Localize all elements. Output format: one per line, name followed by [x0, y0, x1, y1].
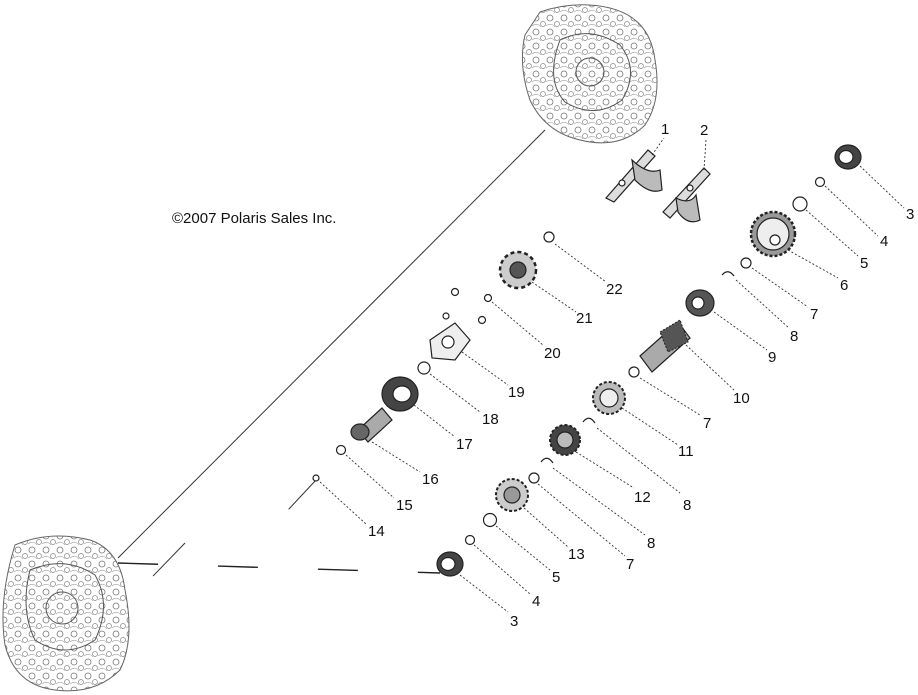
callout-14: 14 — [368, 523, 385, 540]
callout-22: 22 — [606, 281, 623, 298]
callout-8a: 8 — [790, 328, 798, 345]
callout-16: 16 — [422, 471, 439, 488]
sprocket-21 — [498, 250, 538, 290]
gear-13 — [495, 478, 529, 512]
alignment-lines — [117, 129, 546, 606]
callout-11: 11 — [678, 443, 694, 460]
spacer-5-upper — [792, 196, 808, 212]
callout-7b: 7 — [703, 415, 711, 432]
callout-5-lower: 5 — [552, 569, 560, 586]
bearing-3-lower — [436, 551, 464, 577]
copyright-text: ©2007 Polaris Sales Inc. — [172, 210, 336, 227]
callout-13: 13 — [568, 546, 585, 563]
callout-10: 10 — [733, 390, 750, 407]
washer-22 — [543, 231, 555, 243]
callout-7a: 7 — [810, 306, 818, 323]
clip-8b — [582, 417, 596, 424]
ring-7a — [740, 257, 752, 269]
shaft-10 — [639, 319, 691, 373]
case-half-upper — [521, 4, 658, 144]
ring-7b — [628, 366, 640, 378]
callout-18: 18 — [482, 411, 499, 428]
callout-8b: 8 — [683, 497, 691, 514]
callout-3-lower: 3 — [510, 613, 518, 630]
retainer-plate-19 — [429, 322, 471, 361]
bolts-20 — [442, 287, 493, 325]
ring-7c — [528, 472, 540, 484]
callout-8c: 8 — [647, 535, 655, 552]
callout-21: 21 — [576, 310, 593, 327]
clip-8a — [721, 271, 735, 277]
washer-14 — [312, 474, 320, 482]
collar-9 — [685, 289, 715, 317]
washer-4-lower — [464, 534, 476, 546]
shaft-16 — [350, 407, 393, 443]
gear-6 — [749, 210, 797, 258]
clip-8c — [540, 457, 554, 464]
gear-12 — [549, 424, 581, 456]
washer-4-upper — [814, 176, 826, 188]
callout-2: 2 — [700, 122, 708, 139]
callout-4-upper: 4 — [880, 233, 888, 250]
callout-6: 6 — [840, 277, 848, 294]
bearing-3-upper — [834, 144, 862, 170]
callout-15: 15 — [396, 497, 413, 514]
gear-11 — [592, 381, 626, 415]
callout-20: 20 — [544, 345, 561, 362]
callout-7c: 7 — [626, 556, 634, 573]
bearing-17 — [381, 376, 419, 412]
spacer-5-lower — [482, 512, 498, 528]
callout-5-upper: 5 — [860, 255, 868, 272]
callout-3-upper: 3 — [906, 206, 914, 223]
washer-15 — [335, 444, 347, 456]
spacer-18 — [417, 361, 431, 375]
callout-17: 17 — [456, 436, 473, 453]
callout-4-lower: 4 — [532, 593, 540, 610]
shift-fork-2 — [662, 167, 711, 223]
callout-12: 12 — [634, 489, 651, 506]
callout-9: 9 — [768, 349, 776, 366]
shift-fork-1 — [605, 149, 663, 203]
leader-lines — [319, 137, 905, 613]
case-half-lower — [2, 535, 130, 692]
callout-1: 1 — [661, 121, 669, 138]
callout-19: 19 — [508, 384, 525, 401]
callout-labels: 1 2 3 4 5 6 7 8 9 10 7 11 8 12 8 7 13 5 … — [368, 121, 914, 630]
